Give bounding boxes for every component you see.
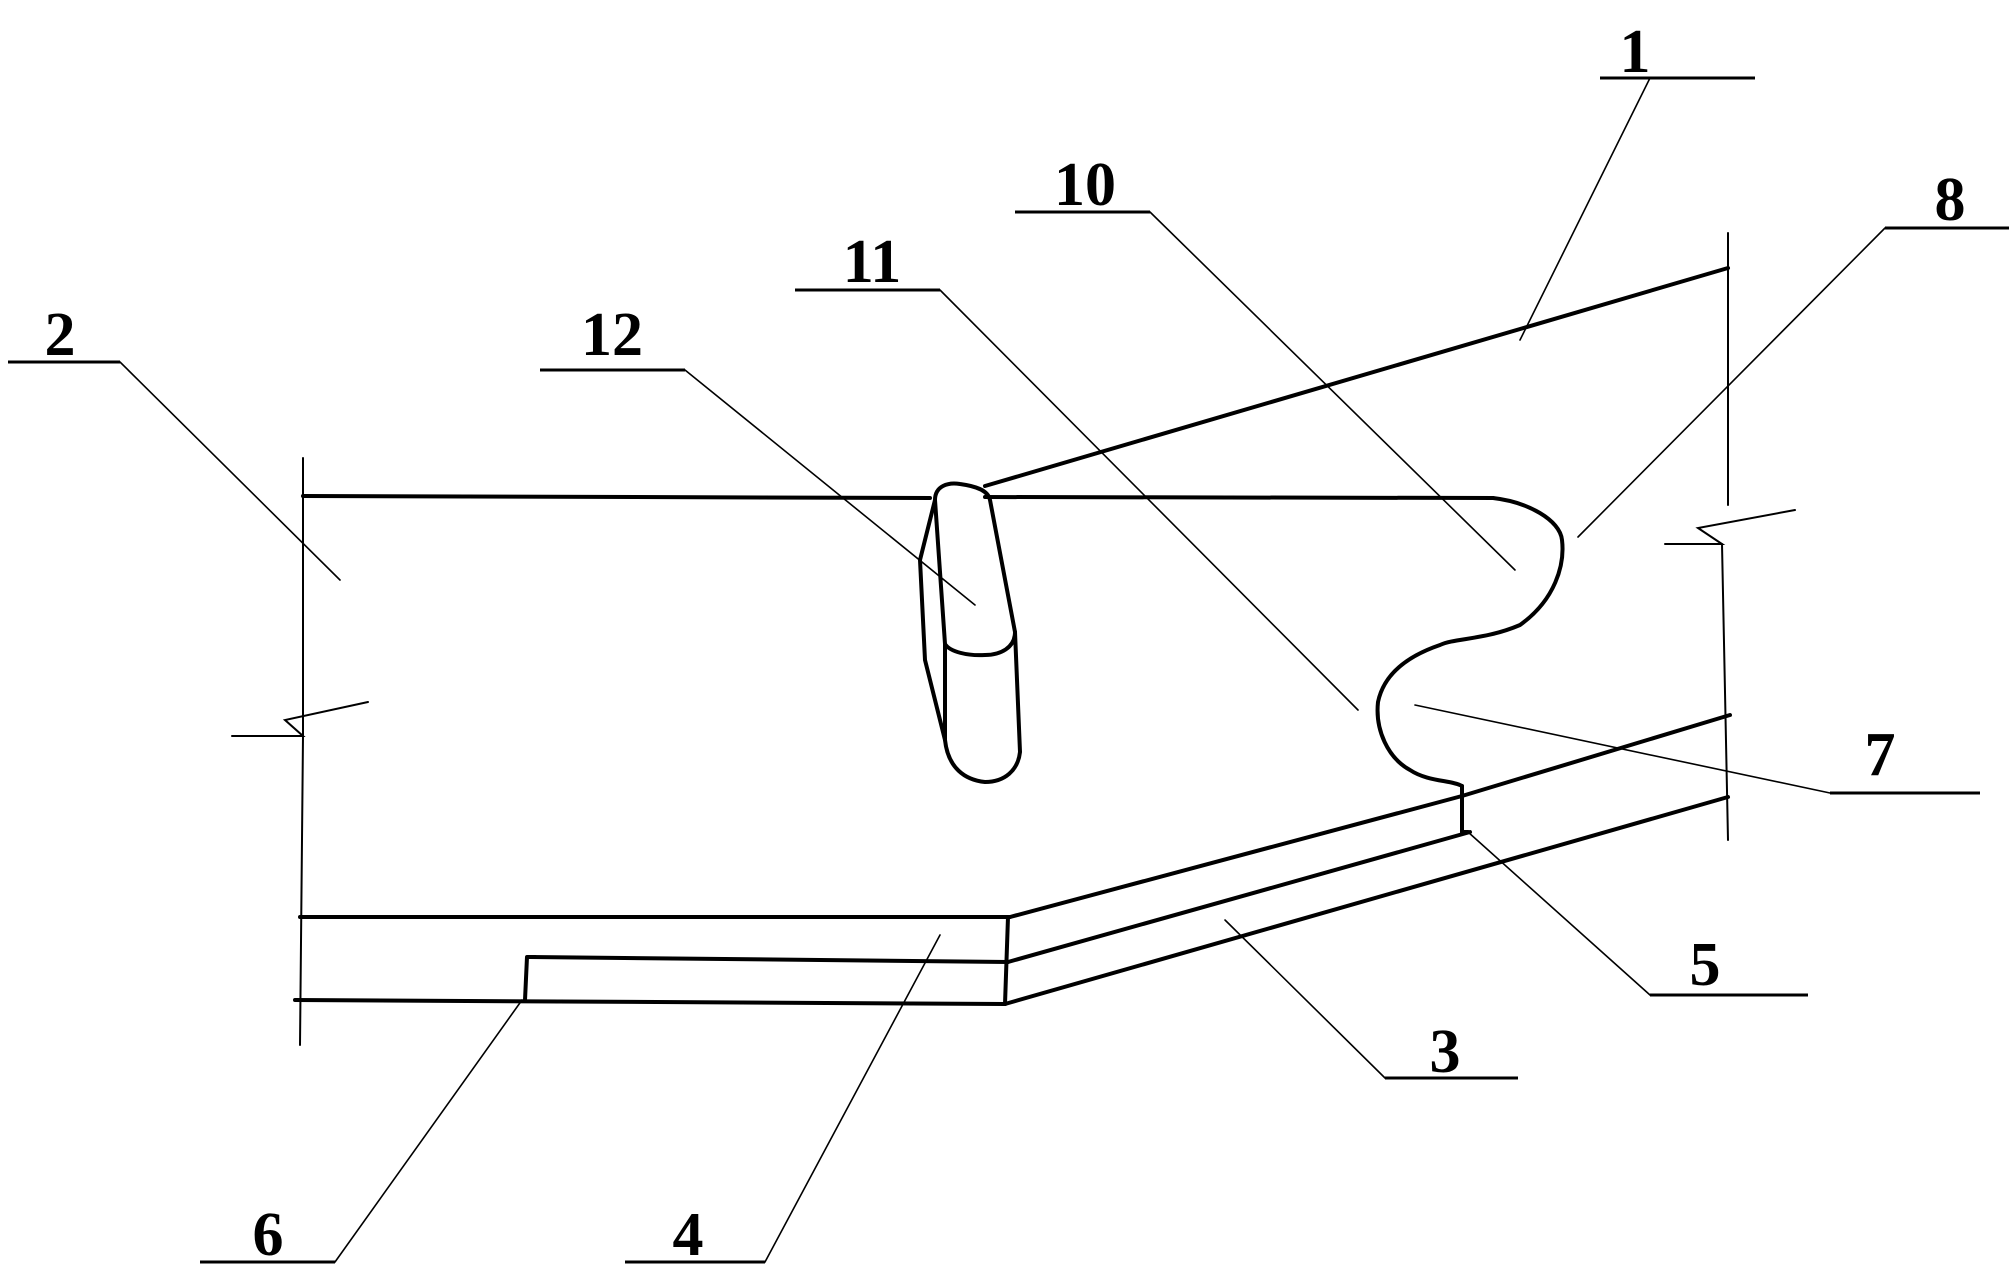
- left-bottom-layer-line: [293, 998, 1007, 1006]
- label-4: 4: [625, 934, 941, 1269]
- label-12: 12: [540, 301, 976, 606]
- panel-right: [983, 232, 1796, 1006]
- right-break-line-lower: [1721, 543, 1729, 841]
- right-middle-layer-line: [1006, 830, 1472, 964]
- tongue-groove-profile: [1375, 496, 1565, 834]
- label-3: 3: [1224, 919, 1518, 1086]
- label-5-leader: [1467, 831, 1651, 996]
- label-5: 5: [1467, 831, 1808, 999]
- label-2-text: 2: [45, 301, 76, 369]
- label-6-leader: [334, 999, 523, 1263]
- label-1-text: 1: [1620, 18, 1651, 86]
- label-8: 8: [1577, 166, 2009, 538]
- pin-lower: [943, 630, 1022, 784]
- layer-joint: [1003, 915, 1010, 1006]
- label-3-leader: [1224, 919, 1386, 1079]
- connector-pin: [918, 481, 1022, 784]
- label-7-leader: [1414, 704, 1831, 794]
- label-4-text: 4: [673, 1201, 704, 1269]
- label-6: 6: [200, 999, 523, 1269]
- label-10-text: 10: [1054, 151, 1116, 219]
- panel-left: [231, 457, 1495, 1046]
- left-break-zigzag: [231, 701, 369, 737]
- right-upper-layer-line: [1008, 713, 1732, 919]
- label-8-leader: [1577, 227, 1886, 538]
- left-break-line-lower: [299, 735, 304, 1046]
- label-2: 2: [8, 301, 341, 581]
- pin-body: [933, 481, 1017, 658]
- panel-right-top-edge: [983, 266, 1730, 488]
- label-7-text: 7: [1865, 721, 1896, 789]
- left-middle-layer-line: [528, 955, 1010, 964]
- panel-left-top-edge: [301, 494, 932, 500]
- label-11: 11: [795, 228, 1359, 711]
- label-5-text: 5: [1690, 931, 1721, 999]
- step-6: [523, 955, 537, 1002]
- label-11-text: 11: [843, 228, 902, 296]
- label-4-leader: [764, 934, 941, 1263]
- right-bottom-layer-line: [1003, 795, 1730, 1006]
- label-6-text: 6: [253, 1201, 284, 1269]
- label-8-text: 8: [1935, 166, 1966, 234]
- label-1: 1: [1519, 18, 1755, 341]
- label-12-leader: [684, 369, 976, 606]
- label-7: 7: [1414, 704, 1980, 795]
- label-10: 10: [1015, 151, 1516, 571]
- label-10-leader: [1149, 211, 1516, 571]
- label-11-leader: [939, 289, 1359, 711]
- label-3-text: 3: [1430, 1018, 1461, 1086]
- label-1-leader: [1519, 77, 1651, 341]
- label-2-leader: [119, 361, 341, 581]
- panel-left-top-edge-right: [983, 495, 1495, 500]
- label-12-text: 12: [581, 301, 643, 369]
- pin-back: [918, 498, 947, 742]
- right-break-zigzag: [1664, 509, 1796, 545]
